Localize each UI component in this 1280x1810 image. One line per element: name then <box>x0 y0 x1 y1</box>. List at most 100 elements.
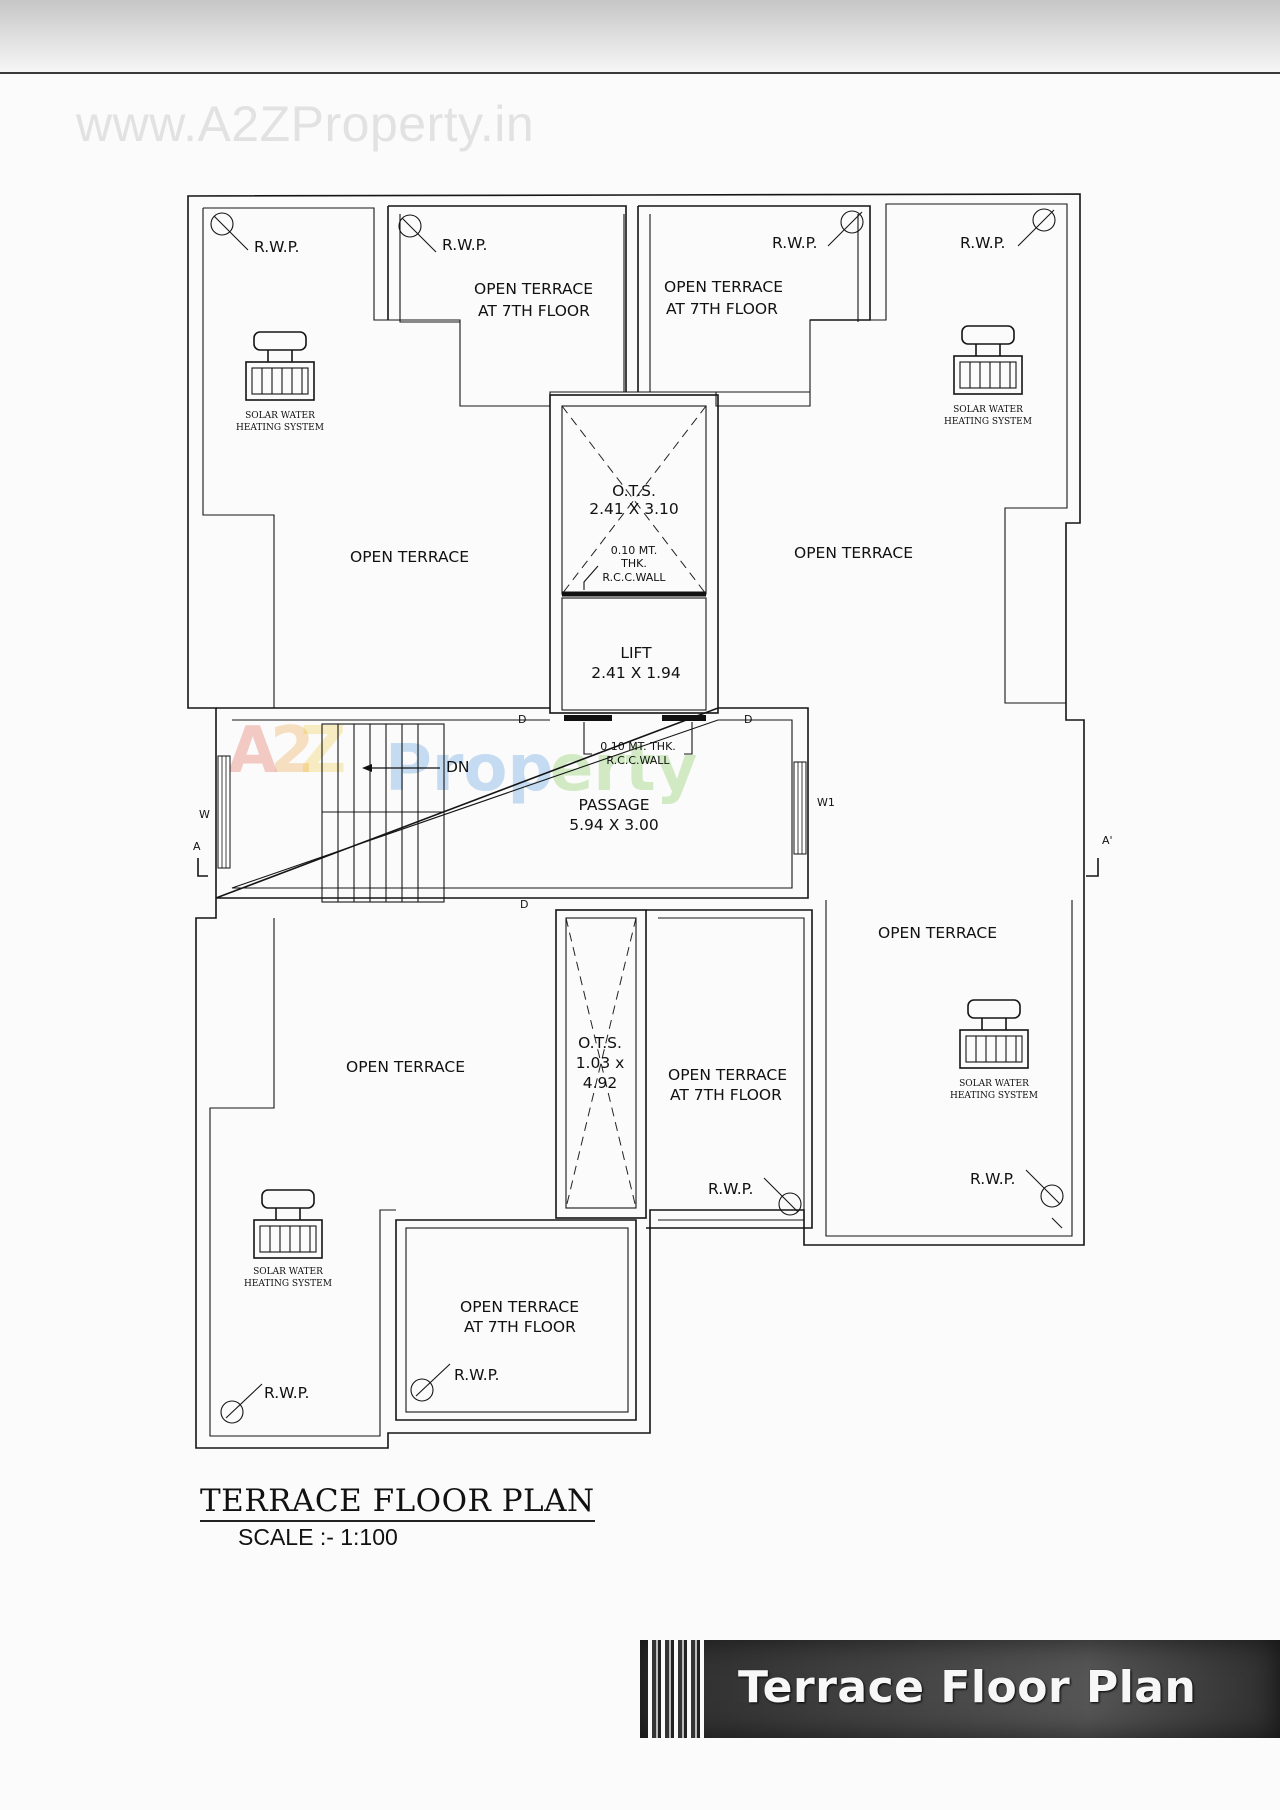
open-terrace-label: OPEN TERRACE <box>794 544 913 562</box>
plan-title-block: TERRACE FLOOR PLAN <box>200 1483 595 1522</box>
window-w-label: W <box>199 808 210 821</box>
solar-caption: SOLAR WATER <box>253 1267 323 1277</box>
solar-caption: SOLAR WATER <box>953 405 1023 415</box>
rwp-label: R.W.P. <box>708 1180 753 1198</box>
ots-top-shaft <box>549 394 719 714</box>
ots-bottom-dims: 4.92 <box>583 1074 618 1092</box>
corner-chamfer <box>1051 1217 1063 1229</box>
at-7th-floor-label: AT 7TH FLOOR <box>666 300 778 318</box>
solar-caption: SOLAR WATER <box>959 1079 1029 1089</box>
at-7th-floor-label: AT 7TH FLOOR <box>670 1086 782 1104</box>
door-label: D <box>520 898 528 911</box>
staircase <box>321 723 445 903</box>
rwp-label: R.W.P. <box>960 234 1005 252</box>
open-terrace-7th-label: OPEN TERRACE <box>460 1298 579 1316</box>
passage-outline <box>215 707 809 899</box>
solar-caption: HEATING SYSTEM <box>950 1091 1038 1101</box>
rwp-pipe-icon <box>210 212 249 251</box>
inner-building-outline <box>203 203 1068 704</box>
ots-bottom-diagonal-1 <box>565 917 637 1209</box>
open-terrace-label: OPEN TERRACE <box>350 548 469 566</box>
banner-stripes <box>648 1640 704 1738</box>
ots-top-diagonal-2 <box>561 405 707 595</box>
stair-dn-label: DN <box>446 758 470 776</box>
open-terrace-label: OPEN TERRACE <box>346 1058 465 1076</box>
plan-scale: SCALE :- 1:100 <box>238 1524 398 1550</box>
rcc-wall-label: R.C.C.WALL <box>602 571 666 584</box>
brand-watermark: A 2 Z Prop erty <box>228 714 697 806</box>
section-marker-a-prime <box>1086 858 1099 877</box>
right-lower-terrace-wall <box>825 900 1073 1237</box>
website-watermark: www.A2ZProperty.in <box>76 96 535 152</box>
ots-top-label: O.T.S. <box>612 482 656 500</box>
open-terrace-7th-label: OPEN TERRACE <box>664 278 783 296</box>
svg-text:Prop: Prop <box>385 732 553 806</box>
rwp-pipe-icon <box>220 1383 263 1424</box>
solar-caption: SOLAR WATER <box>245 411 315 421</box>
section-a-prime-label: A' <box>1102 834 1113 847</box>
at-7th-floor-label: AT 7TH FLOOR <box>464 1318 576 1336</box>
window-w <box>217 755 231 869</box>
ots-bottom-shaft <box>555 909 647 1219</box>
rwp-pipe-icon <box>410 1363 451 1402</box>
top-box-inner <box>399 214 859 393</box>
rwp-label: R.W.P. <box>254 238 299 256</box>
ots-top-dims: 2.41 X 3.10 <box>589 500 679 518</box>
left-upper-wall <box>202 208 275 708</box>
outer-building-outline <box>187 193 1085 1449</box>
top-right-7th-floor-box <box>637 205 871 392</box>
lower-left-terrace-wall <box>209 918 396 1437</box>
bottom-7th-floor-box-inner <box>405 1227 629 1413</box>
door-label: D <box>744 713 752 726</box>
lift-shaft <box>561 597 707 711</box>
banner-title: Terrace Floor Plan <box>738 1662 1197 1713</box>
section-a-label: A <box>193 840 201 853</box>
solar-heater-icon <box>253 1189 323 1259</box>
right-bottom-7th-floor-inner <box>658 917 805 1221</box>
open-terrace-7th-label: OPEN TERRACE <box>668 1066 787 1084</box>
rwp-label: R.W.P. <box>264 1384 309 1402</box>
open-terrace-label: OPEN TERRACE <box>878 924 997 942</box>
solar-heater-icon <box>953 325 1023 395</box>
svg-text:Z: Z <box>300 714 346 788</box>
solar-heater-icon <box>959 999 1029 1069</box>
solar-caption: HEATING SYSTEM <box>244 1279 332 1289</box>
rwp-pipe-icon <box>827 210 864 247</box>
rwp-pipe-icon <box>763 1177 802 1216</box>
ots-top-diagonal-1 <box>561 405 707 595</box>
solar-caption: HEATING SYSTEM <box>944 417 1032 427</box>
solar-caption: HEATING SYSTEM <box>236 423 324 433</box>
ots-bottom-inner <box>565 917 637 1209</box>
window-w1 <box>793 761 807 855</box>
ots-bottom-dims: 1.03 x <box>576 1054 625 1072</box>
passage-label: PASSAGE <box>578 796 649 814</box>
rwp-pipe-icon <box>1017 208 1056 247</box>
rcc-thk-label: THK. <box>620 557 647 570</box>
rwp-pipe-icon <box>1025 1169 1064 1208</box>
rcc-passage-note: R.C.C.WALL <box>606 754 670 767</box>
right-bottom-7th-floor-box <box>646 909 813 1229</box>
footer-banner <box>640 1640 1280 1738</box>
door-label: D <box>518 713 526 726</box>
rwp-label: R.W.P. <box>442 236 487 254</box>
rwp-label: R.W.P. <box>970 1170 1015 1188</box>
svg-text:A: A <box>228 714 278 788</box>
rcc-thk-label: 0.10 MT. <box>611 544 657 557</box>
rwp-label: R.W.P. <box>772 234 817 252</box>
bottom-7th-floor-box <box>395 1219 637 1421</box>
ots-bottom-label: O.T.S. <box>578 1034 622 1052</box>
rwp-pipe-icon <box>398 214 437 253</box>
rcc-note-arrow-right <box>684 722 693 755</box>
rcc-passage-note: 0.10 MT. THK. <box>600 740 676 753</box>
window-w1-label: W1 <box>817 796 835 809</box>
at-7th-floor-label: AT 7TH FLOOR <box>478 302 590 320</box>
rcc-note-arrow-top <box>583 565 599 590</box>
passage-inner <box>231 719 793 889</box>
scan-top-edge <box>0 0 1280 74</box>
section-marker-a <box>197 858 208 877</box>
lift-label: LIFT <box>620 644 652 662</box>
lift-dims: 2.41 X 1.94 <box>591 664 681 682</box>
rcc-note-arrow-left <box>583 722 592 755</box>
svg-text:2: 2 <box>270 714 315 788</box>
